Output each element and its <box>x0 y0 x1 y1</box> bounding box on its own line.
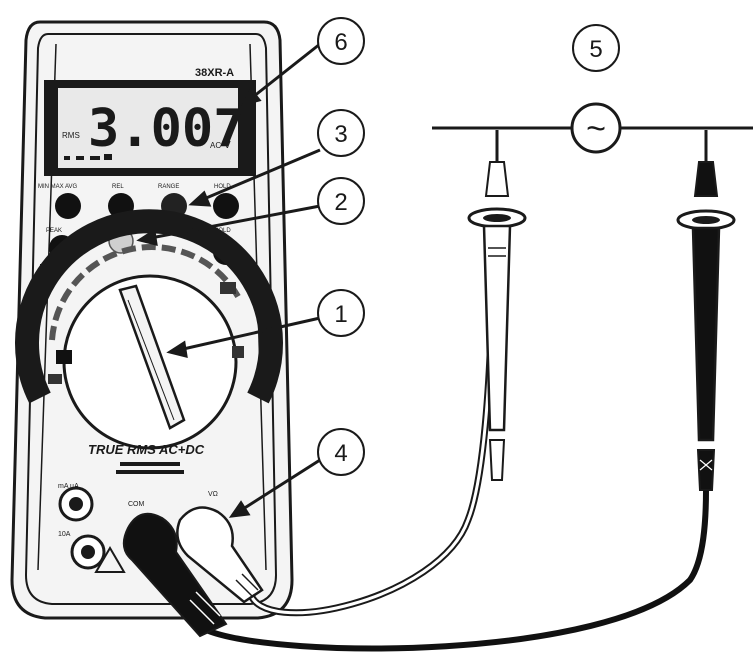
input-volt-label: VΩ <box>208 491 218 498</box>
com-plug <box>122 512 228 638</box>
black-probe <box>676 130 736 491</box>
volt-plug <box>176 506 264 604</box>
input-10a-label: 10A <box>58 531 71 538</box>
callout-leaders <box>136 42 321 518</box>
lcd-display: 3.007 RMS V AC <box>44 80 256 176</box>
callout-1: 1 <box>317 289 365 337</box>
svg-text:2: 2 <box>334 189 347 216</box>
callout-5: 5 <box>572 24 620 72</box>
lcd-mode: RMS <box>62 131 80 140</box>
callout-3: 3 <box>317 109 365 157</box>
black-lead-wire <box>204 489 709 652</box>
ac-source-circle <box>570 102 622 154</box>
warning-icon <box>94 546 126 573</box>
input-ma-label: mA µA <box>58 483 79 490</box>
button-label-rel: REL <box>112 184 124 190</box>
front-label: TRUE RMS AC+DC <box>88 442 205 457</box>
svg-text:1: 1 <box>334 301 347 328</box>
ac-source-icon: ~ <box>586 110 606 148</box>
callout-2: 2 <box>317 177 365 225</box>
input-com-label: COM <box>128 501 145 508</box>
svg-text:4: 4 <box>334 440 347 467</box>
hold-button[interactable] <box>213 193 239 219</box>
input-jacks: mA µA 10A COM VΩ <box>58 483 218 573</box>
lcd-unit: V <box>224 140 231 151</box>
minmax-button[interactable] <box>55 193 81 219</box>
callout-6: 6 <box>317 17 365 65</box>
button-label-hold: HOLD <box>214 184 231 190</box>
button-label-range: RANGE <box>158 184 179 190</box>
button-label-minmax: MIN MAX AVG <box>38 184 78 190</box>
button-label-hold2: HOLD <box>214 228 231 234</box>
model-label: 38XR-A <box>195 67 234 79</box>
svg-text:3: 3 <box>334 121 347 148</box>
callout-4: 4 <box>317 428 365 476</box>
white-probe <box>467 130 527 481</box>
svg-text:5: 5 <box>589 36 602 63</box>
lcd-reading: 3.007 <box>88 99 245 159</box>
svg-text:6: 6 <box>334 29 347 56</box>
button-label-peak: PEAK <box>46 228 62 234</box>
lcd-range: AC <box>210 141 221 150</box>
rotary-dial <box>15 209 283 450</box>
